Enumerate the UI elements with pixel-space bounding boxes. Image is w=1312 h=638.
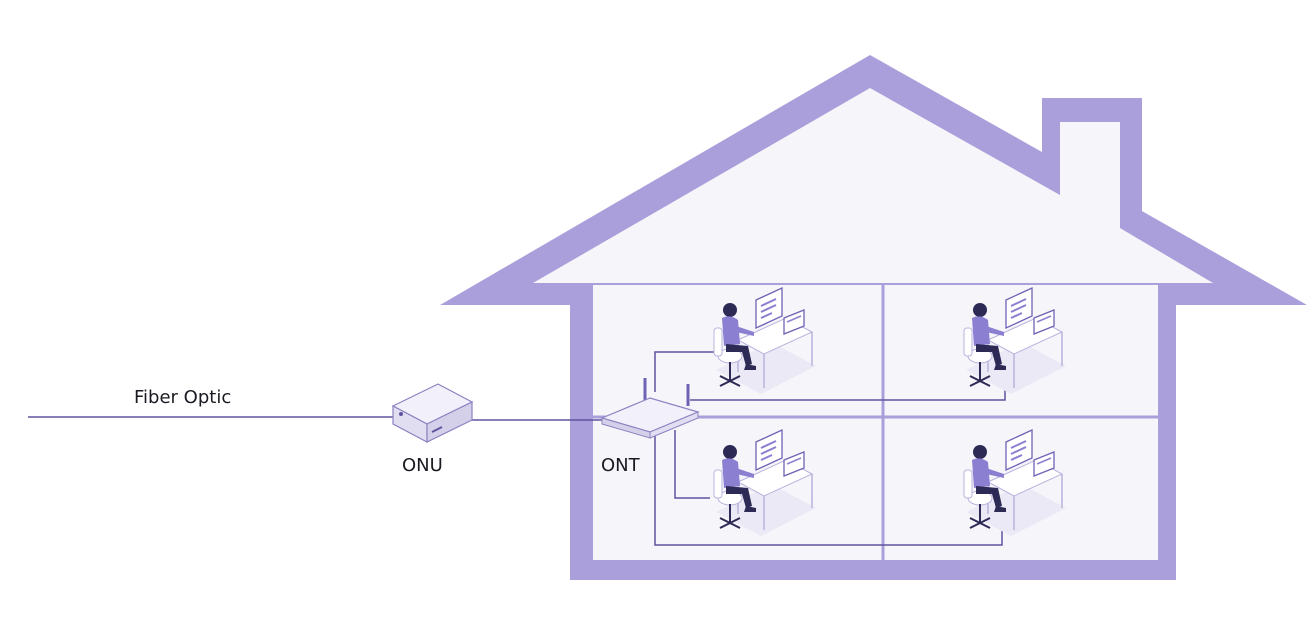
onu-device-icon bbox=[391, 383, 474, 443]
ont-label: ONT bbox=[601, 455, 641, 476]
fiber-optic-label: Fiber Optic bbox=[134, 387, 231, 408]
router-icon bbox=[600, 378, 700, 439]
attic-area bbox=[533, 88, 1213, 283]
onu-label: ONU bbox=[402, 455, 443, 476]
